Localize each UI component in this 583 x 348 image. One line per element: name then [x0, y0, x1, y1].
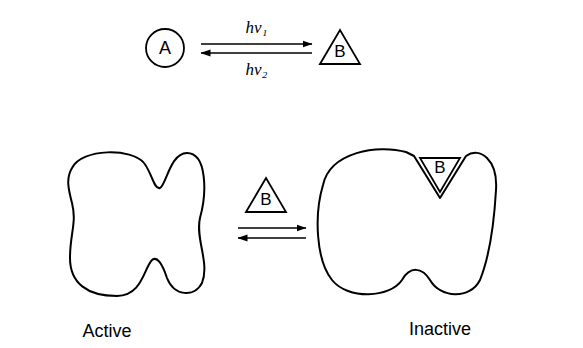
- molecule-circle: A: [145, 28, 185, 68]
- light-label-holder: hν₁: [244, 18, 270, 38]
- state-label: Inactive: [409, 318, 471, 340]
- molecule-label: A: [145, 28, 185, 68]
- molecule-triangle: B: [244, 176, 288, 214]
- equilibrium-arrow: [238, 227, 306, 228]
- protein-shape: Inactive B: [308, 140, 500, 340]
- protein-shape: Active: [62, 148, 212, 343]
- equilibrium-arrow: [201, 43, 312, 44]
- light-label-holder: hν₂: [244, 60, 270, 80]
- molecule-triangle: B: [318, 28, 362, 66]
- light-label: hν₂: [244, 60, 270, 80]
- protein-shape-outline: [308, 140, 500, 300]
- equilibrium-arrow: [201, 52, 312, 53]
- light-label: hν₁: [244, 18, 270, 38]
- equilibrium-arrow: [238, 237, 306, 238]
- molecule-label: B: [318, 28, 362, 64]
- bound-triangle: B: [418, 156, 462, 194]
- protein-shape-outline: [62, 148, 212, 298]
- molecule-label: B: [244, 176, 288, 212]
- molecule-label: B: [418, 156, 462, 180]
- state-label: Active: [82, 320, 131, 342]
